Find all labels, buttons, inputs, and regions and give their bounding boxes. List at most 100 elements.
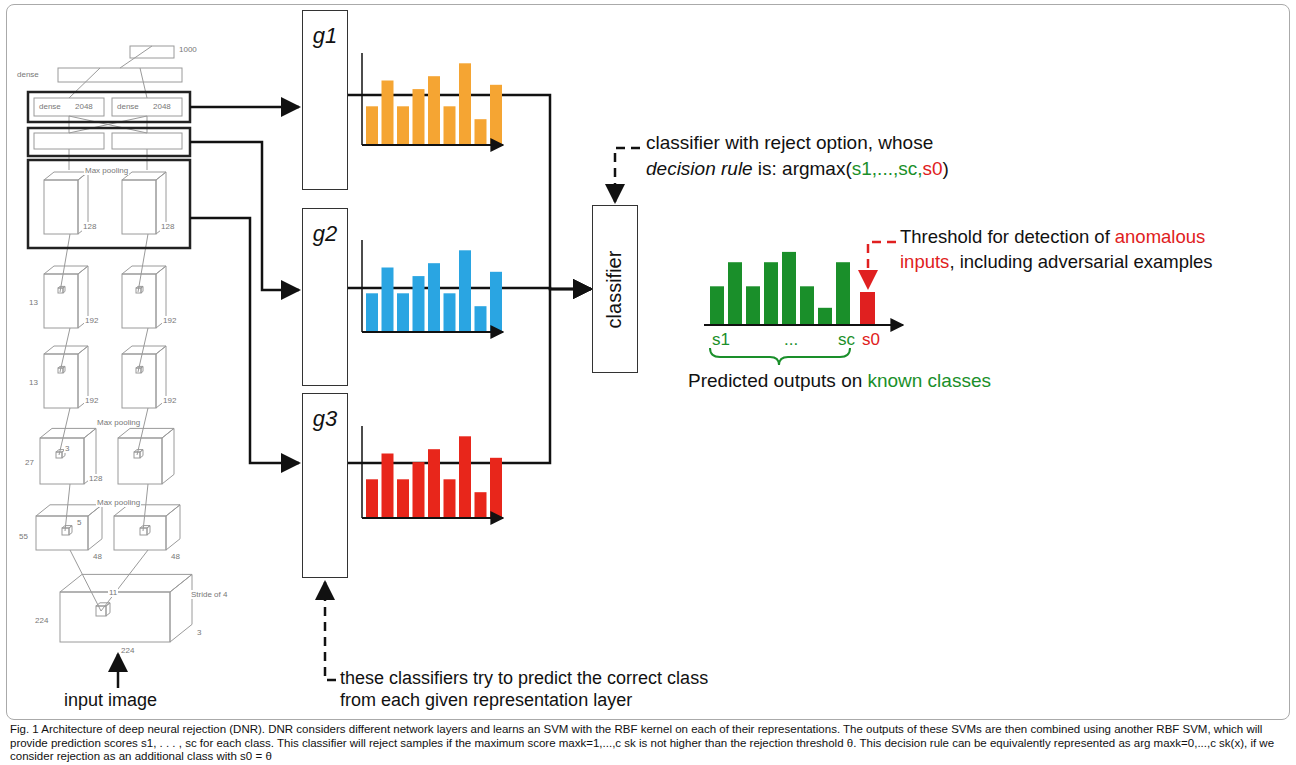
score-bar xyxy=(444,293,456,332)
score-bar xyxy=(366,479,378,518)
annotation-text: ... xyxy=(784,330,798,349)
network-link xyxy=(59,408,70,455)
class-score-bar xyxy=(728,262,742,325)
layer-dimension: 27 xyxy=(24,458,35,467)
text-line: classifier with reject option, whose xyxy=(646,132,933,154)
layer-dimension: 48 xyxy=(170,552,181,561)
layer-wire xyxy=(190,106,299,109)
score-bar xyxy=(397,293,409,332)
dense-layer xyxy=(58,68,182,82)
layer-dimension: 55 xyxy=(18,532,29,541)
histogram-axis xyxy=(362,517,503,519)
conv-volume-side xyxy=(69,526,72,535)
text-line: from each given representation layer xyxy=(340,690,632,711)
layer-dimension: 128 xyxy=(82,222,97,231)
layer-dimension: 192 xyxy=(84,316,99,325)
network-link xyxy=(137,408,148,455)
network-link xyxy=(65,484,70,531)
box-label: g3 xyxy=(313,406,337,432)
layer-classifier-box: g3 xyxy=(302,393,348,578)
class-score-bar xyxy=(710,286,724,325)
conv-volume-side xyxy=(162,428,174,484)
network-link xyxy=(69,116,147,133)
conv-volume xyxy=(40,438,84,484)
network-link xyxy=(69,116,147,133)
layer-dimension: 13 xyxy=(28,378,39,387)
annotation-text: s1 xyxy=(712,330,730,349)
score-bar xyxy=(444,106,456,145)
conv-volume xyxy=(118,438,162,484)
conv-volume-side xyxy=(106,603,110,616)
conv-volume-top xyxy=(122,266,166,274)
annotation-text: is: argmax( xyxy=(758,158,852,179)
layer-dimension: 48 xyxy=(92,552,103,561)
conv-volume xyxy=(36,516,88,550)
leader-line xyxy=(615,148,640,202)
layer-dimension: 128 xyxy=(160,222,175,231)
score-bar xyxy=(459,63,471,145)
text-line: input image xyxy=(64,690,157,711)
layer-wire xyxy=(190,218,299,463)
network-link xyxy=(143,484,148,531)
layer-dimension: dense xyxy=(16,70,40,79)
score-bar xyxy=(382,268,394,333)
conv-volume-side xyxy=(63,286,65,293)
layer-dimension: 5 xyxy=(76,518,82,527)
text-line: s1 xyxy=(712,330,730,350)
network-link xyxy=(147,116,148,133)
conv-volume-top xyxy=(44,172,88,180)
network-link xyxy=(138,234,148,292)
conv-volume-top xyxy=(40,428,96,438)
score-bar xyxy=(444,479,456,518)
score-bar xyxy=(366,106,378,145)
histogram-axis xyxy=(361,426,363,518)
conv-volume-side xyxy=(140,450,143,458)
annotation-text: s0 xyxy=(923,158,943,179)
layer-dimension: dense xyxy=(38,102,62,111)
annotation-text: decision rule xyxy=(646,158,753,179)
conv-volume-side xyxy=(141,366,143,373)
class-score-bar xyxy=(836,262,850,325)
score-bar xyxy=(428,449,440,518)
network-link xyxy=(69,68,100,98)
network-link xyxy=(120,46,152,68)
layer-dimension: Stride of 4 xyxy=(190,590,228,599)
annotation-text: sc xyxy=(838,330,855,349)
layer-dimension: 224 xyxy=(120,646,135,655)
score-bar xyxy=(459,250,471,332)
conv-volume-top xyxy=(60,574,192,592)
histogram-axis xyxy=(361,240,363,332)
text-line: Threshold for detection ofanomalous xyxy=(900,226,1205,248)
layer-dimension: Max pooling xyxy=(96,418,141,427)
threshold-leader xyxy=(868,242,896,288)
score-bar xyxy=(490,458,502,518)
score-bar xyxy=(413,462,425,518)
conv-volume-top xyxy=(118,428,174,438)
selected-layers xyxy=(28,92,190,248)
combiner-classifier-box: classifier xyxy=(592,205,638,373)
score-bar xyxy=(428,76,440,145)
layer-highlight xyxy=(28,128,190,156)
conv-volume xyxy=(122,274,156,328)
conv-volume-side xyxy=(147,526,150,535)
text-line: these classifiers try to predict the cor… xyxy=(340,668,708,689)
dense-layer xyxy=(112,133,182,149)
score-bar xyxy=(413,276,425,332)
annotation-text: inputs xyxy=(900,251,949,272)
network-link xyxy=(69,116,70,133)
reject-score-bar xyxy=(860,292,875,325)
conv-volume xyxy=(122,354,156,408)
conv-volume xyxy=(114,516,166,550)
layer-classifier-box: g2 xyxy=(302,208,348,386)
score-bar xyxy=(490,85,502,145)
network-link xyxy=(101,550,148,611)
input-arrow xyxy=(117,654,120,688)
dense-layer xyxy=(34,98,104,116)
histogram-axis xyxy=(362,331,503,333)
annotation-text: known classes xyxy=(867,370,991,391)
layer-dimension: 2048 xyxy=(74,102,94,111)
score-bar xyxy=(490,272,502,332)
box-label: g1 xyxy=(313,23,337,49)
